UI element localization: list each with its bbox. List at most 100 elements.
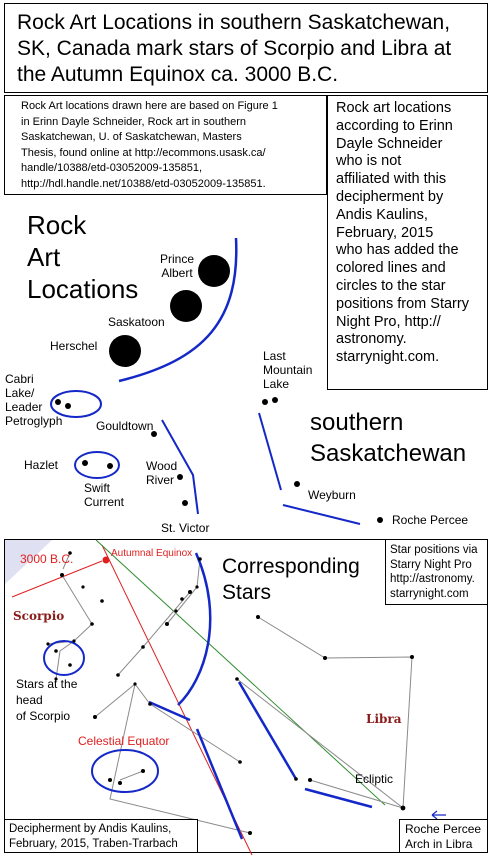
wood-river-label-2: River xyxy=(146,473,175,487)
title-line-1: Rock Art Locations in southern Saskatche… xyxy=(17,11,451,34)
side-line-1: Rock art locations xyxy=(336,100,452,116)
scorpio-label: Scorpio xyxy=(13,609,65,623)
last-mountain-label: Last Mountain Lake xyxy=(263,349,312,391)
star xyxy=(141,645,145,649)
region-heading: southern Saskatchewan xyxy=(310,407,466,469)
cabri-label-2: Lake/ xyxy=(5,386,35,400)
star xyxy=(195,585,199,589)
side-line-11: circles to the star xyxy=(336,277,446,294)
celestial-equator-label: Celestial Equator xyxy=(78,734,170,748)
star xyxy=(256,615,260,619)
south-circle xyxy=(91,749,159,793)
star-source-line-4: starrynight.com xyxy=(390,587,469,600)
ecliptic-line xyxy=(95,539,386,806)
libra-line-b xyxy=(236,678,404,809)
libra-line-a xyxy=(257,616,413,809)
libra-line-c xyxy=(309,779,404,809)
equator-stub-line xyxy=(11,560,103,598)
libra-blue-line-2 xyxy=(304,787,373,809)
star xyxy=(68,663,72,667)
star xyxy=(72,639,76,643)
marker-lines xyxy=(148,552,373,840)
prince-albert-label: Prince Albert xyxy=(160,252,194,280)
star xyxy=(188,590,192,594)
source-line-6: http://hdl.handle.net/10388/etd-03052009… xyxy=(21,177,266,190)
central-line-c xyxy=(142,591,191,648)
cabri-label-1: Cabri xyxy=(5,372,34,386)
central-line-b xyxy=(117,646,144,676)
swift-current-label-1: Swift xyxy=(84,481,111,495)
stars xyxy=(46,551,414,835)
sky-panel-border xyxy=(4,539,488,853)
star xyxy=(68,551,72,555)
star xyxy=(60,573,64,577)
hazlet-dot xyxy=(82,460,88,466)
star xyxy=(141,769,145,773)
star xyxy=(238,760,242,764)
roche-percee-dot xyxy=(377,517,383,523)
source-note-box: Rock Art locations drawn here are based … xyxy=(4,95,327,195)
star xyxy=(116,673,120,677)
star xyxy=(148,702,152,706)
decipherment-box: Decipherment by Andis Kaulins, February,… xyxy=(4,819,198,853)
prince-albert-marker xyxy=(198,255,230,287)
gouldtown-dot xyxy=(151,431,157,437)
source-line-5: handle/10388/etd-03052009-135851, xyxy=(21,162,203,174)
star-source-line-3: http://astronomy. xyxy=(390,573,475,585)
side-line-3: Dayle Schneider xyxy=(336,135,443,152)
equinox-marker xyxy=(102,556,110,564)
side-line-15: starrynight.com. xyxy=(336,349,440,366)
star xyxy=(308,778,312,782)
side-line-7: Andis Kaulins, xyxy=(336,206,428,223)
star xyxy=(235,677,239,681)
rock-art-map xyxy=(50,237,383,525)
star-source-line-2: Starry Night Pro xyxy=(390,558,472,571)
side-line-12: positions from Starry xyxy=(336,295,469,312)
side-line-9: who has added the xyxy=(336,242,459,259)
star xyxy=(54,649,58,653)
star xyxy=(198,557,202,561)
weyburn-label: Weyburn xyxy=(308,488,356,502)
scorpio-tail-line xyxy=(109,683,251,834)
last-mountain-label-3: Lake xyxy=(263,377,290,391)
scorpio-line-c xyxy=(62,552,71,570)
cabri-label-4: Petroglyph xyxy=(5,414,63,428)
last-mountain-dot-1 xyxy=(262,399,268,405)
map-heading-line-2: Art xyxy=(27,242,61,272)
side-line-8: February, 2015 xyxy=(336,224,434,241)
title-line-2: SK, Canada mark stars of Scorpio and Lib… xyxy=(17,37,452,60)
star-source-box: Star positions via Starry Night Pro http… xyxy=(385,539,488,605)
star xyxy=(100,599,104,603)
cabri-lake-label: Cabri Lake/ Leader Petroglyph xyxy=(5,372,62,428)
weyburn-dot xyxy=(294,481,300,487)
side-line-4: who is not xyxy=(336,153,402,170)
last-mountain-label-1: Last xyxy=(263,349,286,363)
star xyxy=(81,585,85,589)
star xyxy=(93,715,97,719)
prince-albert-label-2: Albert xyxy=(161,266,193,280)
arch-note-box: Roche Percee Arch in Libra xyxy=(399,819,488,853)
star xyxy=(294,777,298,781)
cabri-label-3: Leader xyxy=(5,400,43,414)
last-mountain-dot-2 xyxy=(272,397,278,403)
star xyxy=(400,805,406,811)
side-line-10: colored lines and xyxy=(336,260,446,277)
decipherment-line-1: Decipherment by Andis Kaulins, xyxy=(9,823,172,835)
central-line-a xyxy=(166,558,201,625)
star xyxy=(410,655,414,659)
star xyxy=(90,622,94,626)
star xyxy=(180,597,184,601)
star xyxy=(248,831,252,835)
region-line-2: Saskatchewan xyxy=(310,440,467,467)
map-heading-line-1: Rock xyxy=(27,210,87,240)
wood-river-dot xyxy=(177,474,183,480)
sky-heading-line-2: Stars xyxy=(222,581,272,604)
gouldtown-label: Gouldtown xyxy=(96,419,154,433)
scorpio-head-note: Stars at the head of Scorpio xyxy=(16,676,77,724)
hazlet-circle xyxy=(74,451,120,479)
decipherment-line-2: February, 2015, Traben-Trarbach xyxy=(9,838,178,850)
side-line-5: affiliated with this xyxy=(336,171,447,188)
source-line-4: Thesis, found online at http://ecommons.… xyxy=(21,146,266,159)
autumnal-equinox-label: Autumnal Equinox xyxy=(111,548,193,559)
central-blue-line-2 xyxy=(195,728,244,840)
